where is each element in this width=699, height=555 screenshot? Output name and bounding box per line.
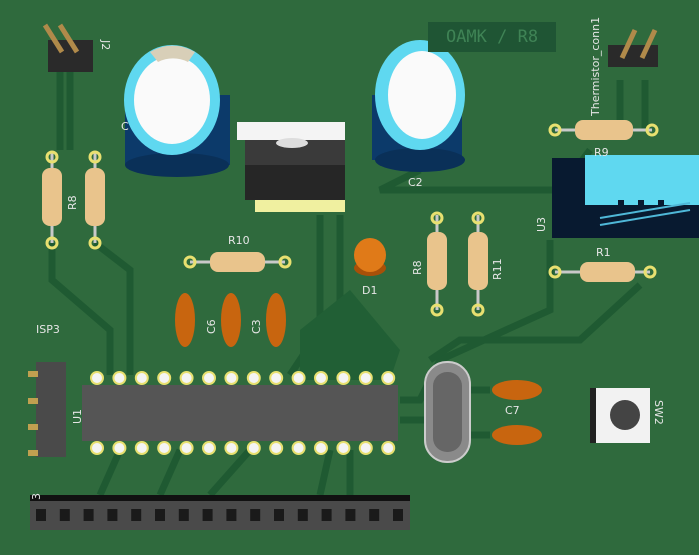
j3-header — [30, 495, 410, 530]
ic-pin — [336, 371, 351, 385]
label-u1: U1 — [71, 408, 84, 424]
resistor-bodies — [42, 120, 635, 290]
label-c6: C6 — [205, 319, 218, 334]
header-pin — [178, 509, 189, 521]
j2-header — [42, 23, 93, 72]
ic-pin — [291, 441, 306, 455]
ic-u1-body — [82, 385, 398, 441]
header-pin — [202, 509, 213, 521]
ic-pin — [224, 441, 239, 455]
ic-pin — [134, 441, 149, 455]
header-pin — [393, 509, 403, 521]
header-pin — [345, 509, 356, 521]
ic-pin — [358, 441, 373, 455]
ic-pin — [90, 371, 104, 385]
label-isp3: ISP3 — [36, 323, 60, 336]
ic-pin — [246, 371, 261, 385]
label-r1: R1 — [596, 246, 611, 259]
ic-pin — [112, 441, 127, 455]
pads — [45, 123, 659, 317]
ic-pin — [179, 371, 194, 385]
label-sw2: SW2 — [652, 400, 665, 425]
ic-pin — [157, 371, 172, 385]
ic-pin — [314, 441, 328, 455]
ic-pin — [336, 441, 351, 455]
header-pin — [321, 509, 332, 521]
switch-sw2 — [590, 388, 650, 443]
label-r8: R8 — [411, 260, 424, 275]
header-pin — [155, 509, 165, 521]
ic-pin — [269, 371, 284, 385]
capacitor-c1 — [124, 45, 230, 177]
capacitor-c2 — [372, 40, 465, 172]
silkscreen-title: OAMK / R8 — [428, 22, 556, 52]
header-pin — [83, 509, 94, 521]
copper-pour — [300, 290, 400, 380]
ic-pin — [246, 441, 261, 455]
ic-pin — [202, 441, 216, 455]
label-thermistor: Thermistor_conn1 — [589, 16, 602, 116]
header-pin — [36, 509, 46, 521]
thermistor-header — [608, 28, 658, 67]
label-c7: C7 — [505, 404, 520, 417]
header-pin — [226, 509, 237, 521]
header-pin — [297, 509, 308, 521]
label-c2: C2 — [408, 176, 423, 189]
ic-u1 — [90, 371, 396, 455]
label-u3: U3 — [535, 216, 548, 232]
label-c3: C3 — [250, 319, 263, 334]
label-c1: C — [121, 120, 129, 133]
header-pin — [274, 509, 284, 521]
ic-pin — [157, 441, 172, 455]
ic-pin — [358, 371, 373, 385]
label-r10: R10 — [228, 234, 250, 247]
crystal — [424, 361, 471, 463]
header-pin — [250, 509, 261, 521]
led-d1 — [354, 238, 386, 276]
label-d1: D1 — [362, 284, 378, 297]
ic-pin — [291, 371, 306, 385]
ic-pin — [269, 441, 284, 455]
label-j3: 3 — [30, 493, 43, 500]
label-j2: J2 — [99, 40, 112, 51]
ic-pin — [381, 371, 396, 385]
ic-pin — [224, 371, 239, 385]
header-pin — [59, 509, 70, 521]
ic-pin — [202, 371, 216, 385]
label-r8-left: R8 — [66, 195, 79, 210]
ic-pin — [90, 441, 104, 455]
ceramic-caps — [175, 293, 542, 445]
label-r9: R9 — [594, 146, 609, 159]
ic-pin — [314, 371, 328, 385]
header-pin — [107, 509, 118, 521]
ic-pin — [134, 371, 149, 385]
voltage-regulator — [237, 122, 345, 212]
label-r11: R11 — [491, 258, 504, 280]
header-pin — [369, 509, 380, 521]
isp3-header — [28, 362, 66, 457]
ic-pin — [112, 371, 127, 385]
ic-pin — [381, 441, 396, 455]
sensor-u3 — [552, 155, 699, 238]
ic-pin — [179, 441, 194, 455]
header-pin — [131, 509, 142, 521]
